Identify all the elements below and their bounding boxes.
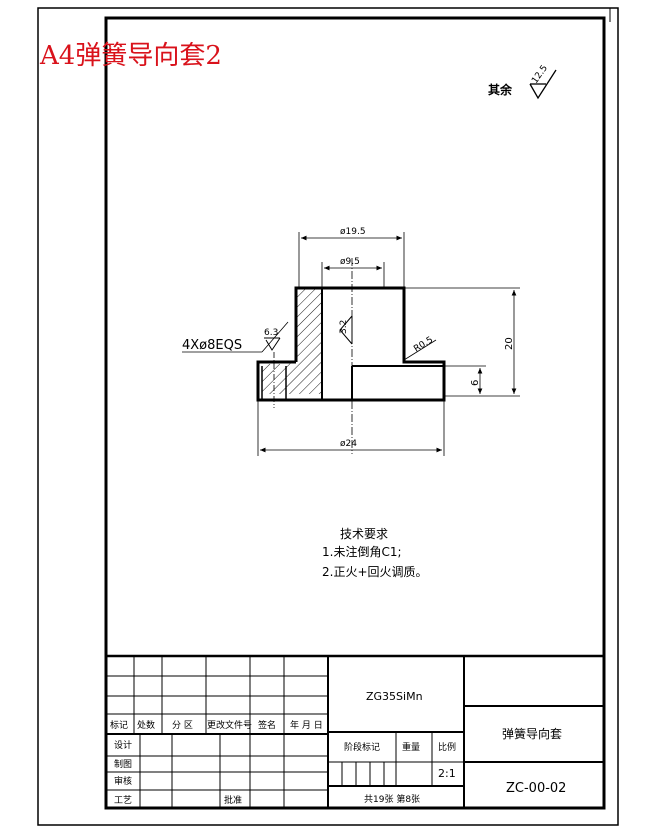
surface-note-prefix: 其余 <box>488 82 513 97</box>
dim-h6: 6 <box>444 365 486 394</box>
dim-chamfer: R0.5 <box>403 335 437 361</box>
dim-h20: 20 <box>404 287 520 397</box>
sign-design: 设计 <box>114 739 132 751</box>
svg-text:20: 20 <box>504 337 515 350</box>
dim-d24: ø24 <box>257 400 445 456</box>
dim-d9-5: ø9.5 <box>321 257 385 288</box>
inner-border <box>104 16 606 810</box>
sheet-count: 共19张 第8张 <box>364 793 420 805</box>
svg-text:6: 6 <box>470 380 481 386</box>
svg-text:3.2: 3.2 <box>339 320 349 334</box>
part-section-view <box>256 258 446 454</box>
tech-title: 技术要求 <box>340 527 388 541</box>
inner-roughness: 3.2 <box>339 315 353 345</box>
rev-label-doc: 更改文件号 <box>207 719 252 731</box>
svg-text:6.3: 6.3 <box>264 328 278 338</box>
svg-text:ø24: ø24 <box>340 439 357 449</box>
tech-item-2: 2.正火+回火调质。 <box>322 565 428 579</box>
sheet-label: A4弹簧导向套2 <box>39 41 222 71</box>
weight-label: 重量 <box>402 741 420 753</box>
rev-label-date: 年 月 日 <box>290 719 323 731</box>
tech-item-1: 1.未注倒角C1; <box>322 544 402 559</box>
svg-text:R0.5: R0.5 <box>412 335 435 354</box>
scale-value: 2:1 <box>438 767 456 780</box>
holes-callout: 4Xø8EQS 6.3 <box>182 321 289 353</box>
svg-text:ø9.5: ø9.5 <box>340 257 360 267</box>
rev-label-mark: 标记 <box>110 719 128 731</box>
outer-frame <box>37 7 619 826</box>
part-name: 弹簧导向套 <box>502 726 562 741</box>
drawing-number: ZC-00-02 <box>506 781 566 796</box>
title-block <box>106 654 604 808</box>
roughness-symbol: 12.5 <box>529 64 557 100</box>
approve-label: 批准 <box>224 794 242 806</box>
scale-label: 比例 <box>438 741 456 753</box>
tech-requirements: 技术要求 1.未注倒角C1; 2.正火+回火调质。 <box>322 527 428 579</box>
dim-d19-5: ø19.5 <box>298 227 405 288</box>
rev-label-sign: 签名 <box>258 719 276 731</box>
material: ZG35SiMn <box>366 690 423 703</box>
sign-review: 审核 <box>114 775 132 787</box>
svg-text:4Xø8EQS: 4Xø8EQS <box>182 338 242 353</box>
rev-label-zone: 分 区 <box>172 720 193 731</box>
sign-draw: 制图 <box>114 758 132 770</box>
svg-text:ø19.5: ø19.5 <box>340 227 366 237</box>
stage-label: 阶段标记 <box>344 741 380 753</box>
rev-label-count: 处数 <box>137 719 155 731</box>
sign-process: 工艺 <box>114 795 132 806</box>
svg-text:12.5: 12.5 <box>530 64 550 86</box>
